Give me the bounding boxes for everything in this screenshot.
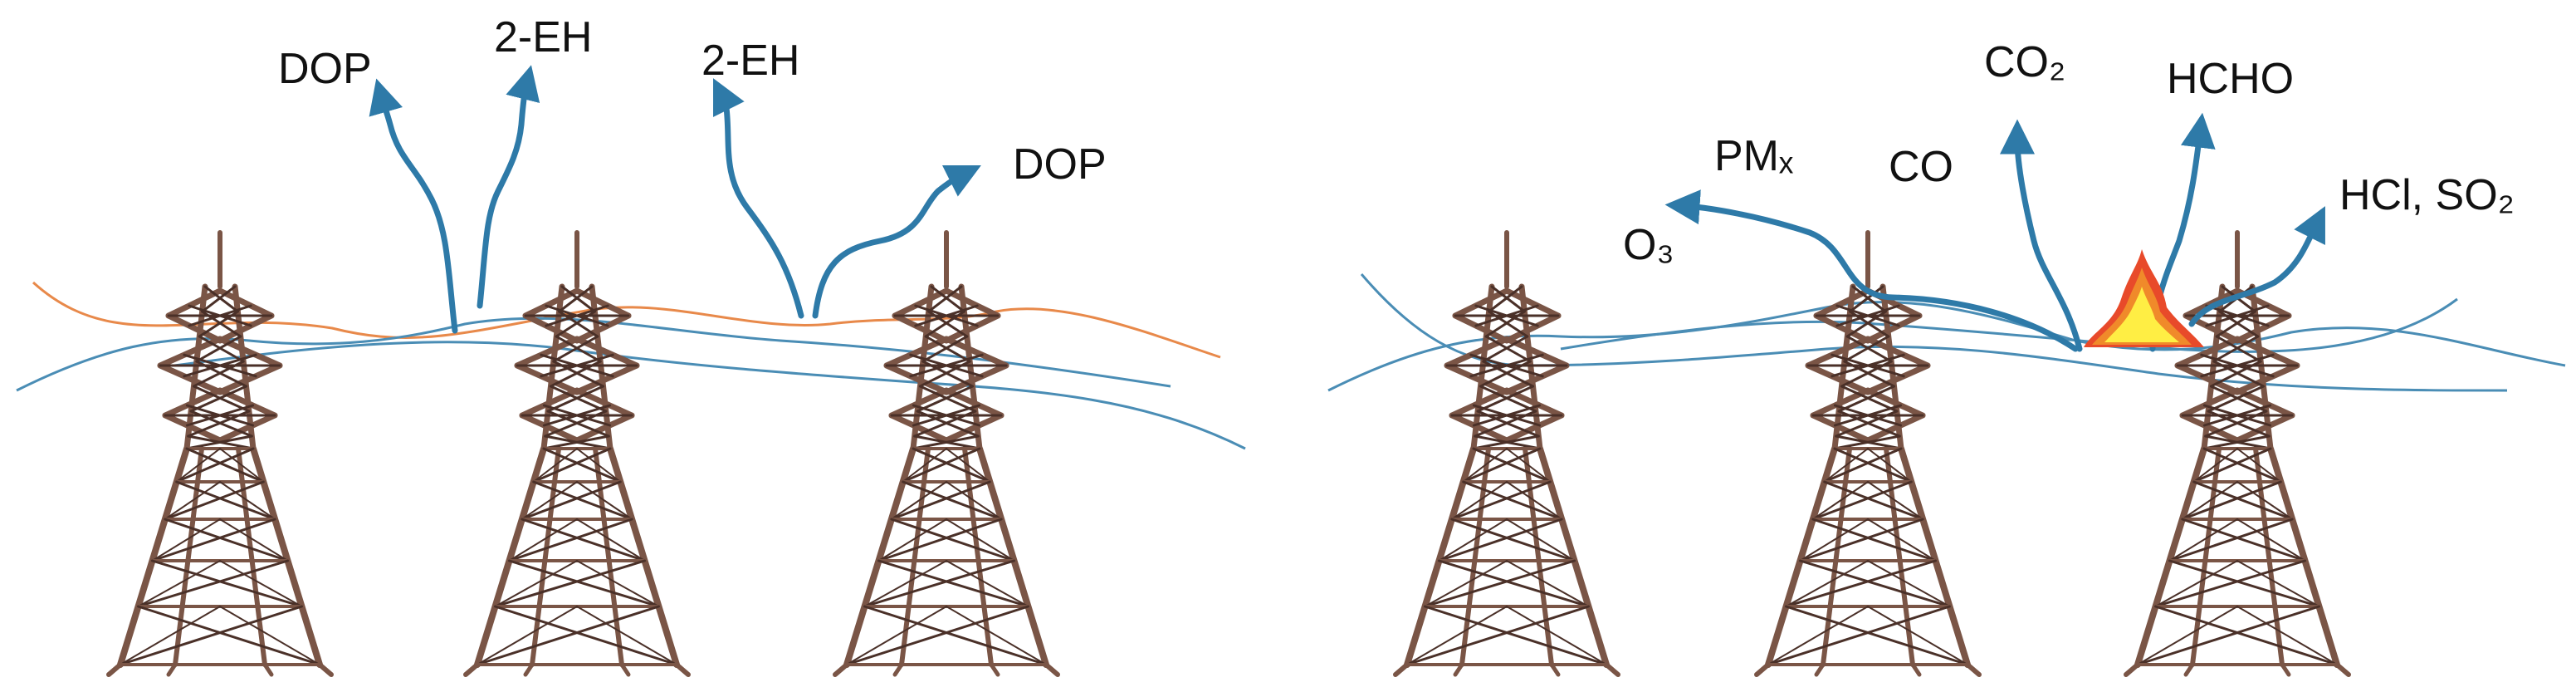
right-panel: O₃ PMₓ CO CO₂ HCHO HCl, SO₂ (1327, 38, 2566, 677)
label-co2: CO₂ (1984, 38, 2065, 86)
transmission-tower-icon (1754, 230, 1982, 677)
label-hcl-so2: HCl, SO₂ (2339, 171, 2515, 219)
label-2-eh: 2-EH (494, 13, 592, 61)
left-panel: DOP 2-EH 2-EH DOP (16, 13, 1246, 677)
label-o3: O₃ (1623, 221, 1674, 269)
left-cable-blue-2 (174, 341, 1246, 450)
transmission-tower-icon (1393, 230, 1620, 677)
right-cable-blue-1 (1327, 301, 2566, 392)
wavy-emission-arrow-icon (713, 78, 804, 319)
transmission-tower-icon (463, 230, 691, 677)
label-dop: DOP (278, 45, 372, 93)
wavy-emission-arrow-icon (477, 65, 540, 309)
right-cable-blue-3 (1560, 297, 2458, 353)
wavy-emission-arrow-icon (2000, 119, 2083, 352)
wavy-emission-arrow-icon (812, 165, 981, 319)
wavy-emission-arrow-icon (2188, 206, 2325, 327)
wavy-emission-arrow-icon (1664, 189, 2079, 352)
transmission-tower-icon (106, 230, 334, 677)
left-arrows (369, 65, 981, 334)
label-co: CO (1889, 143, 1953, 191)
transmission-tower-icon (833, 230, 1060, 677)
wavy-emission-arrow-icon (369, 78, 458, 334)
flame-icon (2084, 249, 2204, 347)
label-pmx: PMₓ (1714, 132, 1793, 180)
transmission-tower-icon (2124, 230, 2351, 677)
label-2-eh: 2-EH (701, 37, 799, 85)
label-dop: DOP (1013, 140, 1107, 189)
label-hcho: HCHO (2167, 55, 2294, 103)
